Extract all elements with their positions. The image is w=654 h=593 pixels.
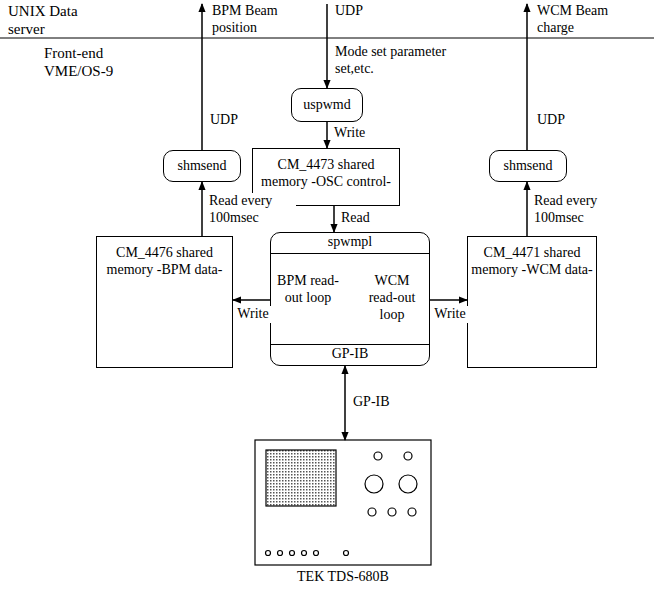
arrow-connector [333, 206, 335, 232]
oscilloscope-node: TEK TDS-680B [255, 440, 431, 588]
edge-label: Read every 100msec [533, 193, 621, 227]
protocol-label: UDP [537, 112, 577, 129]
arrow-connector [344, 366, 346, 440]
layer-label: UNIX Data server [8, 2, 88, 38]
node-text: shmsend [504, 158, 553, 175]
memory-box: CM_4473 shared memory -OSC control- [252, 148, 400, 206]
edge-label: Write [431, 306, 469, 323]
node-text: shmsend [178, 158, 227, 175]
arrow-connector [526, 182, 528, 236]
process-box: uspwmd [291, 88, 363, 122]
udp-arrow [326, 4, 328, 88]
node-text: CM_4471 shared memory -WCM data- [468, 245, 596, 279]
node-text: uspwmd [303, 97, 350, 114]
udp-arrow [201, 4, 203, 150]
protocol-label: UDP [210, 112, 250, 129]
node-text: BPM read-out loop [277, 273, 339, 307]
edge-label: GP-IB [352, 394, 404, 411]
arrow-connector [326, 122, 328, 148]
protocol-label: UDP [335, 3, 375, 20]
node-text: TEK TDS-680B [255, 569, 431, 586]
process-box: shmsend [489, 150, 567, 182]
arrow-connector [430, 299, 467, 301]
memory-box: CM_4476 shared memory -BPM data- [96, 236, 233, 368]
node-text: spwmpl [271, 233, 429, 254]
note-label: Mode set parameter set,etc. [335, 44, 447, 78]
node-text: WCM read-out loop [361, 273, 423, 323]
oscilloscope-drawing [255, 440, 431, 565]
process-box: shmsend [163, 150, 241, 182]
arrow-connector [201, 182, 203, 236]
node-text: CM_4473 shared memory -OSC control- [253, 157, 399, 191]
udp-arrow [526, 4, 528, 150]
node-text: CM_4476 shared memory -BPM data- [97, 245, 232, 279]
signal-label: BPM Beam position [212, 3, 304, 37]
arrow-connector [233, 299, 270, 301]
edge-label: Write [333, 125, 375, 142]
edge-label: Read [340, 210, 382, 227]
process-box: spwmplBPM read-out loop WCM read-out loop… [270, 232, 430, 366]
node-text: GP-IB [271, 344, 429, 365]
edge-label: Read every 100msec [208, 193, 296, 227]
signal-label: WCM Beam charge [537, 3, 629, 37]
edge-label: Write [234, 306, 272, 323]
layer-label: Front-end VME/OS-9 [44, 44, 116, 80]
memory-box: CM_4471 shared memory -WCM data- [467, 236, 597, 368]
